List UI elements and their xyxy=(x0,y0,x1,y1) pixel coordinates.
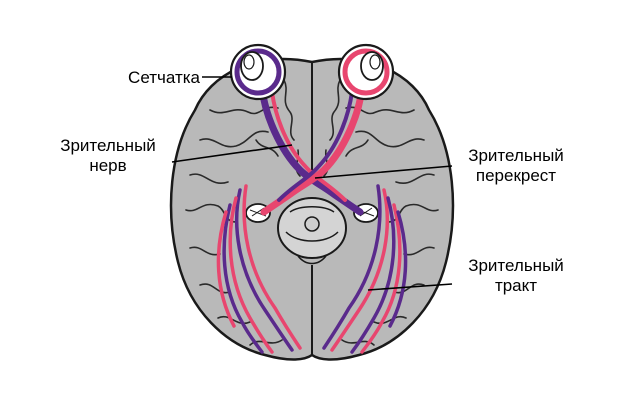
right-eye xyxy=(337,43,395,101)
label-optic-nerve-line2: нерв xyxy=(89,156,127,175)
leader-optic-tract xyxy=(367,283,453,291)
label-optic-tract-line1: Зрительный xyxy=(468,256,564,275)
label-optic-chiasm-line1: Зрительный xyxy=(468,146,564,165)
brain-gyri xyxy=(185,79,439,346)
label-optic-nerve-line1: Зрительный xyxy=(60,136,156,155)
label-retina: Сетчатка xyxy=(100,68,200,88)
left-eye xyxy=(229,43,287,101)
label-optic-tract-line2: тракт xyxy=(494,276,538,295)
optic-radiations xyxy=(216,184,408,354)
leader-lines xyxy=(171,76,453,291)
label-retina-text: Сетчатка xyxy=(128,68,200,87)
label-optic-nerve: Зрительный нерв xyxy=(46,136,170,176)
label-optic-chiasm: Зрительный перекрест xyxy=(452,146,580,186)
brainstem xyxy=(277,197,347,265)
label-optic-chiasm-line2: перекрест xyxy=(475,166,557,185)
leader-optic-nerve xyxy=(171,144,293,163)
leader-optic-chiasm xyxy=(314,165,453,179)
optic-nerves xyxy=(258,84,366,216)
label-optic-tract: Зрительный тракт xyxy=(452,256,580,296)
